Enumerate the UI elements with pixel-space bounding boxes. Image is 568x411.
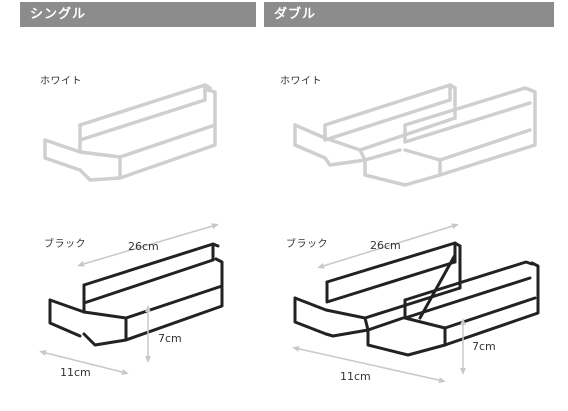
double-depth-label: 11cm: [340, 370, 371, 383]
single-black-label: ブラック: [44, 239, 86, 250]
double-black-label: ブラック: [286, 239, 328, 250]
section-header-single: シングル: [20, 2, 256, 27]
single-black-rack-image: [48, 242, 224, 347]
section-header-double: ダブル: [264, 2, 554, 27]
double-black-rack-image: [293, 241, 540, 357]
single-length-label: 26cm: [128, 240, 159, 253]
double-dimension-arrows: [292, 223, 466, 384]
single-white-rack-image: [43, 83, 217, 182]
single-white-label: ホワイト: [40, 76, 82, 87]
single-depth-label: 11cm: [60, 366, 91, 379]
single-height-label: 7cm: [158, 332, 182, 345]
double-height-label: 7cm: [472, 340, 496, 353]
single-dimension-arrows: [39, 223, 219, 375]
double-white-rack-image: [293, 83, 537, 187]
double-white-label: ホワイト: [280, 76, 322, 87]
double-length-label: 26cm: [370, 239, 401, 252]
